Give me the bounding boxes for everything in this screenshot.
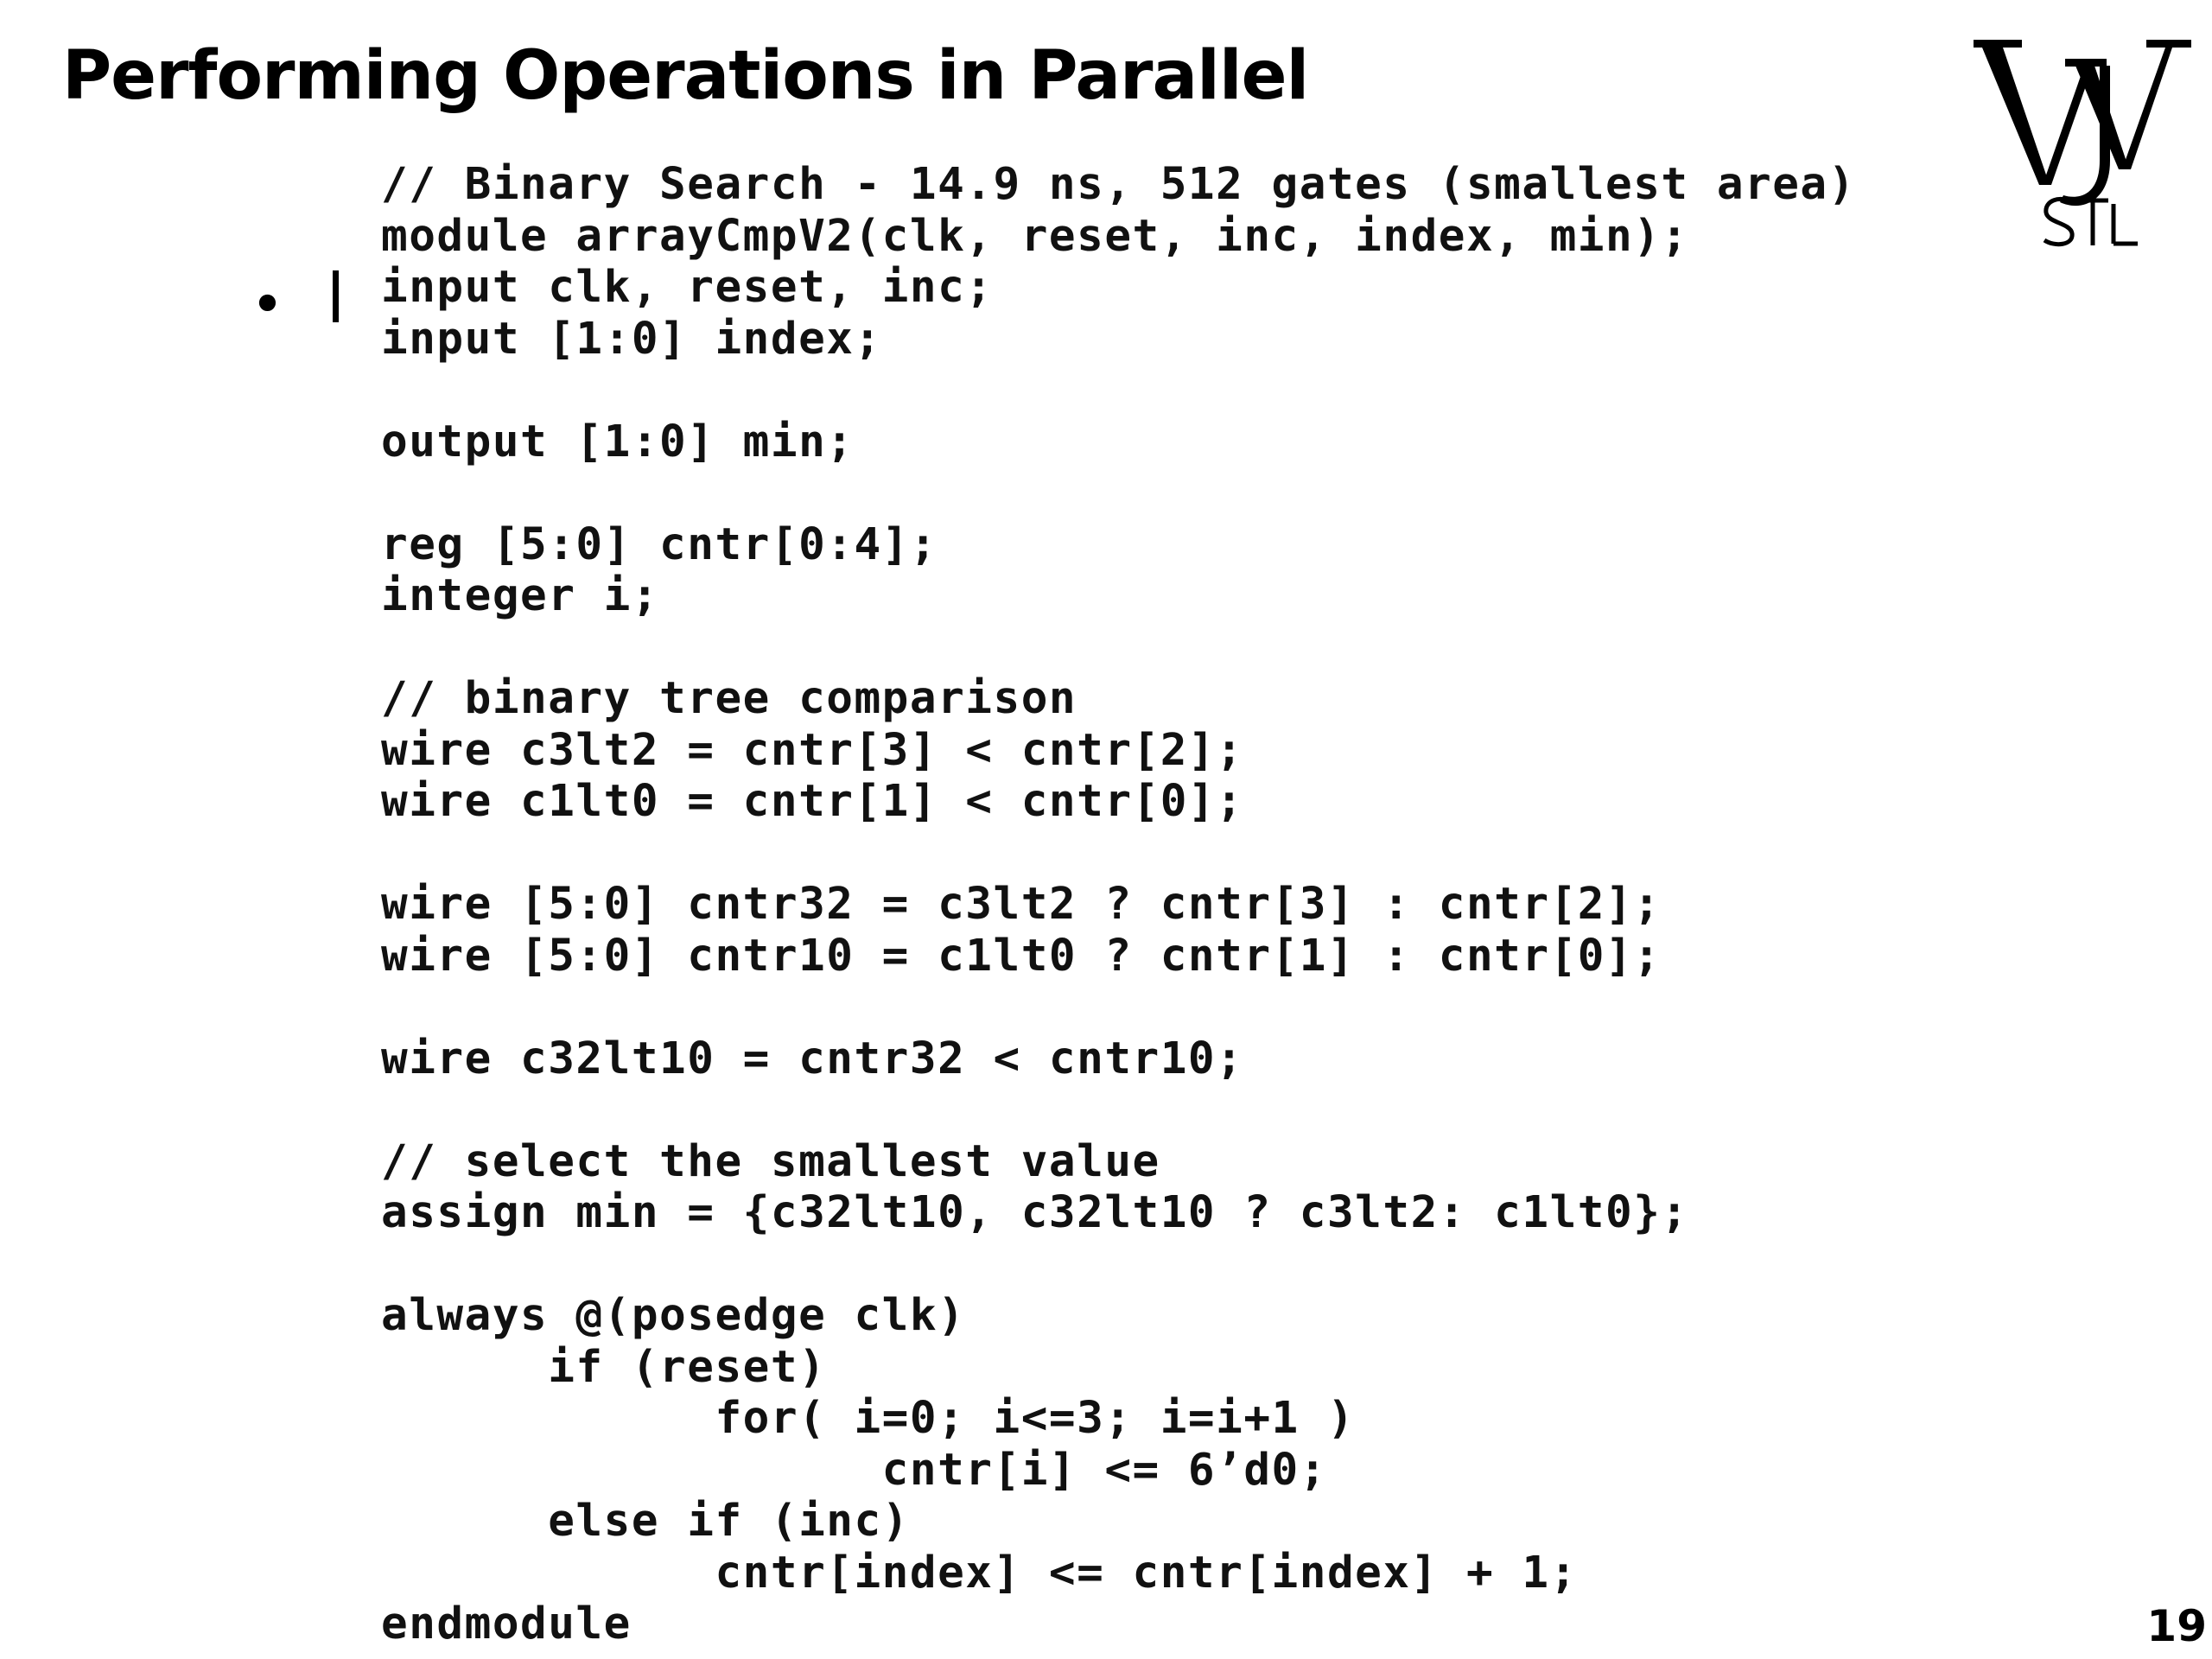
code-line: assign min = {c32lt10, c32lt10 ? c3lt2: …: [381, 1187, 1689, 1238]
code-line: wire c32lt10 = cntr32 < cntr10;: [381, 1033, 1244, 1084]
code-line: for( i=0; i<=3; i=i+1 ): [381, 1393, 1356, 1444]
code-line: cntr[index] <= cntr[index] + 1;: [381, 1547, 1578, 1599]
slide-title: Performing Operations in Parallel: [62, 37, 1309, 115]
code-line: wire c1lt0 = cntr[1] < cntr[0];: [381, 776, 1244, 827]
code-line: output [1:0] min;: [381, 416, 855, 467]
code-line: [381, 828, 1856, 880]
code-line: endmodule: [381, 1599, 632, 1649]
code-line: [381, 982, 1856, 1033]
code-line: reg [5:0] cntr[0:4];: [381, 518, 938, 570]
code-line: module arrayCmpV2(clk, reset, inc, index…: [381, 210, 1689, 262]
code-line: integer i;: [381, 570, 660, 621]
verilog-code-block: // Binary Search - 14.9 ns, 512 gates (s…: [381, 159, 1856, 1650]
code-line: else if (inc): [381, 1496, 910, 1547]
code-line: // binary tree comparison: [381, 673, 1077, 724]
code-line: [381, 622, 1856, 674]
code-line: [381, 1239, 1856, 1291]
code-line: [381, 467, 1856, 519]
text-cursor: [333, 270, 339, 322]
code-line: input clk, reset, inc;: [381, 262, 994, 313]
code-line: if (reset): [381, 1341, 827, 1393]
code-line: [381, 1084, 1856, 1136]
code-line: input [1:0] index;: [381, 313, 882, 365]
code-line: wire [5:0] cntr32 = c3lt2 ? cntr[3] : cn…: [381, 879, 1662, 930]
wustl-logo-icon: [1974, 40, 2191, 247]
code-line: // select the smallest value: [381, 1135, 1160, 1187]
code-line: [381, 365, 1856, 416]
code-line: // Binary Search - 14.9 ns, 512 gates (s…: [381, 159, 1856, 210]
code-line: cntr[i] <= 6’d0;: [381, 1444, 1327, 1496]
code-line: always @(posedge clk): [381, 1290, 966, 1341]
bullet-point: •: [251, 271, 284, 338]
page-number: 19: [2146, 1601, 2207, 1651]
code-line: wire [5:0] cntr10 = c1lt0 ? cntr[1] : cn…: [381, 930, 1662, 982]
code-line: wire c3lt2 = cntr[3] < cntr[2];: [381, 724, 1244, 776]
